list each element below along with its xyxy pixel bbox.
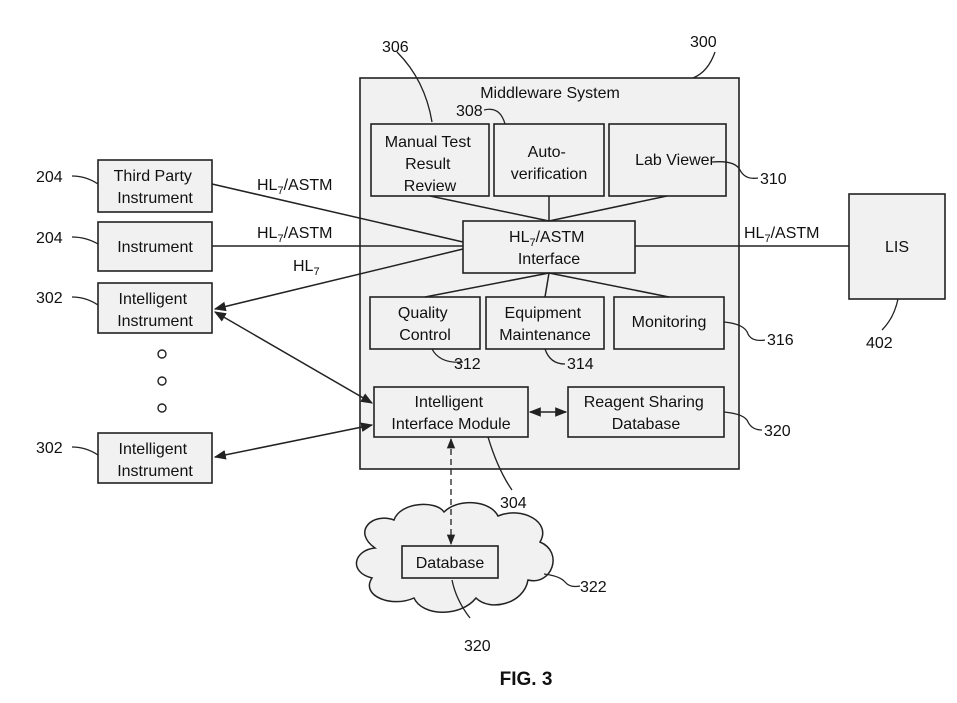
figure-label: FIG. 3 bbox=[500, 669, 553, 690]
ref-310: 310 bbox=[760, 171, 787, 188]
instrument-label: Instrument bbox=[117, 239, 193, 256]
lab-viewer-label: Lab Viewer bbox=[635, 152, 715, 169]
ref-304: 304 bbox=[500, 495, 527, 512]
ref-320-database: 320 bbox=[464, 638, 491, 655]
leader-204-top bbox=[72, 176, 98, 184]
ref-302-bottom: 302 bbox=[36, 440, 63, 457]
ellipsis-dots bbox=[158, 350, 166, 412]
lis-label: LIS bbox=[885, 239, 909, 256]
ref-308: 308 bbox=[456, 103, 483, 120]
ref-302-top: 302 bbox=[36, 290, 63, 307]
instrument-protocol-label: HL7/ASTM bbox=[257, 225, 332, 245]
ref-402: 402 bbox=[866, 335, 893, 352]
ref-320-reagent: 320 bbox=[764, 423, 791, 440]
leader-402 bbox=[882, 299, 898, 330]
ref-322: 322 bbox=[580, 579, 607, 596]
leader-302-bottom bbox=[72, 447, 98, 455]
database-label: Database bbox=[416, 555, 485, 572]
intelligent-protocol-label: HL7 bbox=[293, 258, 320, 278]
intelligent-top-module-arrow bbox=[215, 312, 372, 403]
ref-316: 316 bbox=[767, 332, 794, 349]
ref-204-top: 204 bbox=[36, 169, 63, 186]
ref-204-bottom: 204 bbox=[36, 230, 63, 247]
intelligent-bottom-module-arrow bbox=[215, 425, 372, 457]
leader-204-bottom bbox=[72, 237, 98, 244]
lis-protocol-label: HL7/ASTM bbox=[744, 225, 819, 245]
leader-302-top bbox=[72, 297, 98, 305]
leader-322 bbox=[544, 574, 580, 587]
ref-312: 312 bbox=[454, 356, 481, 373]
middleware-system-title: Middleware System bbox=[480, 85, 620, 102]
third-party-protocol-label: HL7/ASTM bbox=[257, 177, 332, 197]
monitoring-label: Monitoring bbox=[632, 314, 707, 331]
ref-314: 314 bbox=[567, 356, 594, 373]
ref-300: 300 bbox=[690, 34, 717, 51]
leader-300 bbox=[693, 52, 715, 78]
ref-306: 306 bbox=[382, 39, 409, 56]
